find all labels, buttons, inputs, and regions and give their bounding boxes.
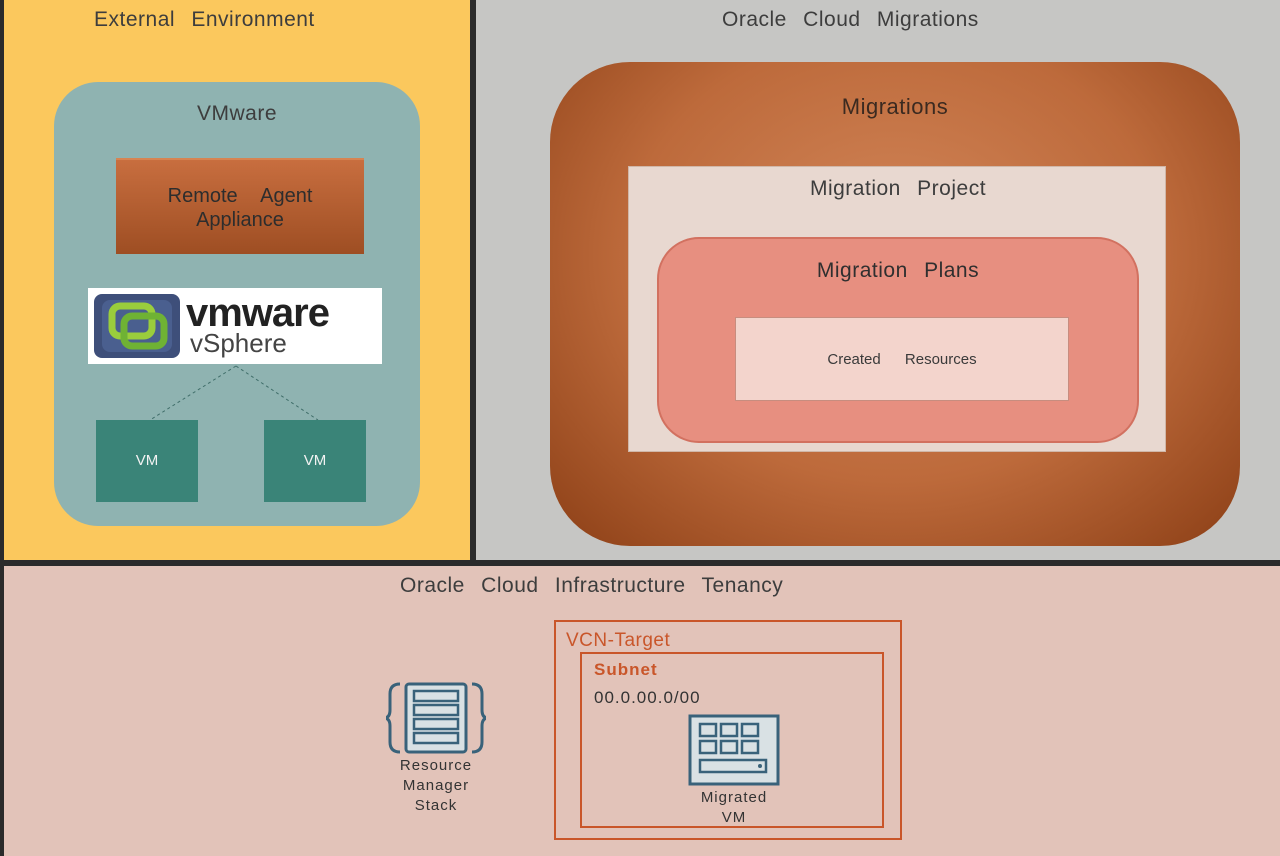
created-resources-box: Created Resources [735, 317, 1069, 401]
migrated-vm-line1: Migrated [700, 789, 768, 806]
remote-agent-appliance: Remote Agent Appliance [116, 158, 364, 254]
vsphere-logo-icon: vmware vSphere [94, 291, 330, 358]
vsphere-logo: vmware vSphere [88, 288, 382, 364]
migrated-vm-icon [688, 714, 780, 786]
subnet-label: Subnet [594, 660, 658, 679]
vm-box: VM [264, 420, 366, 502]
migration-project-box: Migration Project Migration Plans Create… [628, 166, 1166, 452]
stack-label-line1: Resource [399, 757, 473, 774]
migrated-vm-label: Migrated VM [674, 788, 794, 828]
vm-box: VM [96, 420, 198, 502]
stack-label-line2: Manager [402, 777, 470, 794]
vsphere-logo-text: vSphere [190, 328, 287, 358]
vcn-target-label: VCN-Target [566, 630, 671, 651]
vmware-title: VMware [196, 102, 278, 125]
external-environment-panel: External Environment VMware Remote Agent… [4, 0, 470, 560]
subnet-box: Subnet 00.0.00.0/00 Migrated VM [580, 652, 884, 828]
migrations-title: Migrations [841, 94, 949, 119]
oci-tenancy-title: Oracle Cloud Infrastructure Tenancy [400, 574, 784, 597]
migrations-box: Migrations Migration Project Migration P… [550, 62, 1240, 546]
migration-plans-box: Migration Plans Created Resources [657, 237, 1139, 443]
stack-label-line3: Stack [414, 797, 458, 814]
oracle-cloud-migrations-title: Oracle Cloud Migrations [722, 8, 979, 31]
vcn-target-box: VCN-Target Subnet 00.0.00.0/00 Migr [554, 620, 902, 840]
migrated-vm-line2: VM [721, 809, 747, 826]
external-environment-title: External Environment [94, 8, 315, 31]
vm-connector-lines [149, 365, 319, 421]
oci-tenancy-panel: Oracle Cloud Infrastructure Tenancy Reso… [4, 566, 1280, 856]
resource-manager-stack-icon [383, 680, 489, 756]
vmware-box: VMware Remote Agent Appliance vmware vSp… [54, 82, 420, 526]
oracle-cloud-migrations-panel: Oracle Cloud Migrations Migrations Migra… [476, 0, 1280, 560]
resource-manager-stack-label: Resource Manager Stack [376, 756, 496, 816]
subnet-cidr: 00.0.00.0/00 [594, 688, 701, 707]
migration-project-title: Migration Project [809, 177, 987, 200]
migration-plans-title: Migration Plans [816, 259, 980, 282]
vmware-logo-text: vmware [186, 291, 329, 335]
